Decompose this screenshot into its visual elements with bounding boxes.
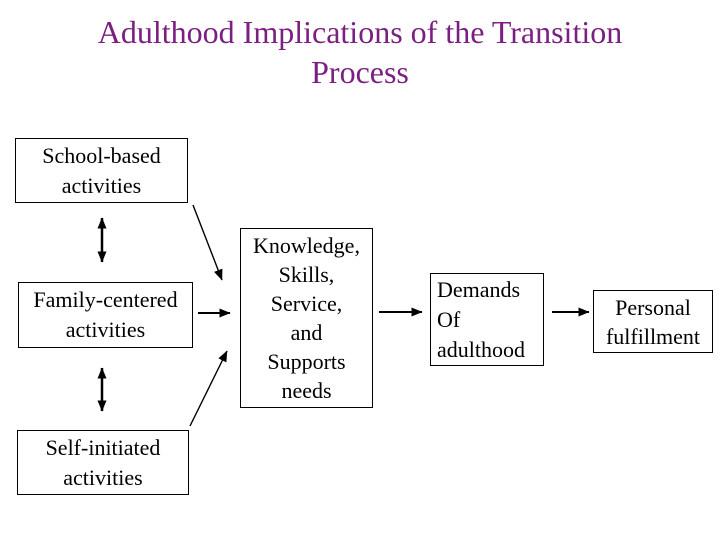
- box-family-centered-activities: Family-centered activities: [18, 282, 193, 348]
- box-self-initiated-activities: Self-initiated activities: [17, 430, 189, 495]
- box-family-centered-label: Family-centered activities: [33, 287, 178, 342]
- box-demands-label: Demands Of adulthood: [437, 276, 525, 362]
- arrow-school-to-needs: [192, 204, 223, 281]
- box-school-based-label: School-based activities: [42, 142, 161, 198]
- slide-title: Adulthood Implications of the Transition…: [97, 14, 623, 90]
- box-knowledge-skills-service-supports-needs: Knowledge, Skills, Service, and Supports…: [240, 228, 373, 408]
- box-demands-of-adulthood: Demands Of adulthood: [430, 273, 544, 366]
- box-needs-label: Knowledge, Skills, Service, and Supports…: [253, 233, 360, 403]
- arrow-self-to-needs: [189, 350, 228, 427]
- box-personal-label: Personal fulfillment: [605, 294, 701, 349]
- box-school-based-activities: School-based activities: [15, 138, 188, 203]
- box-self-initiated-label: Self-initiated activities: [45, 434, 161, 490]
- box-personal-fulfillment: Personal fulfillment: [593, 290, 713, 353]
